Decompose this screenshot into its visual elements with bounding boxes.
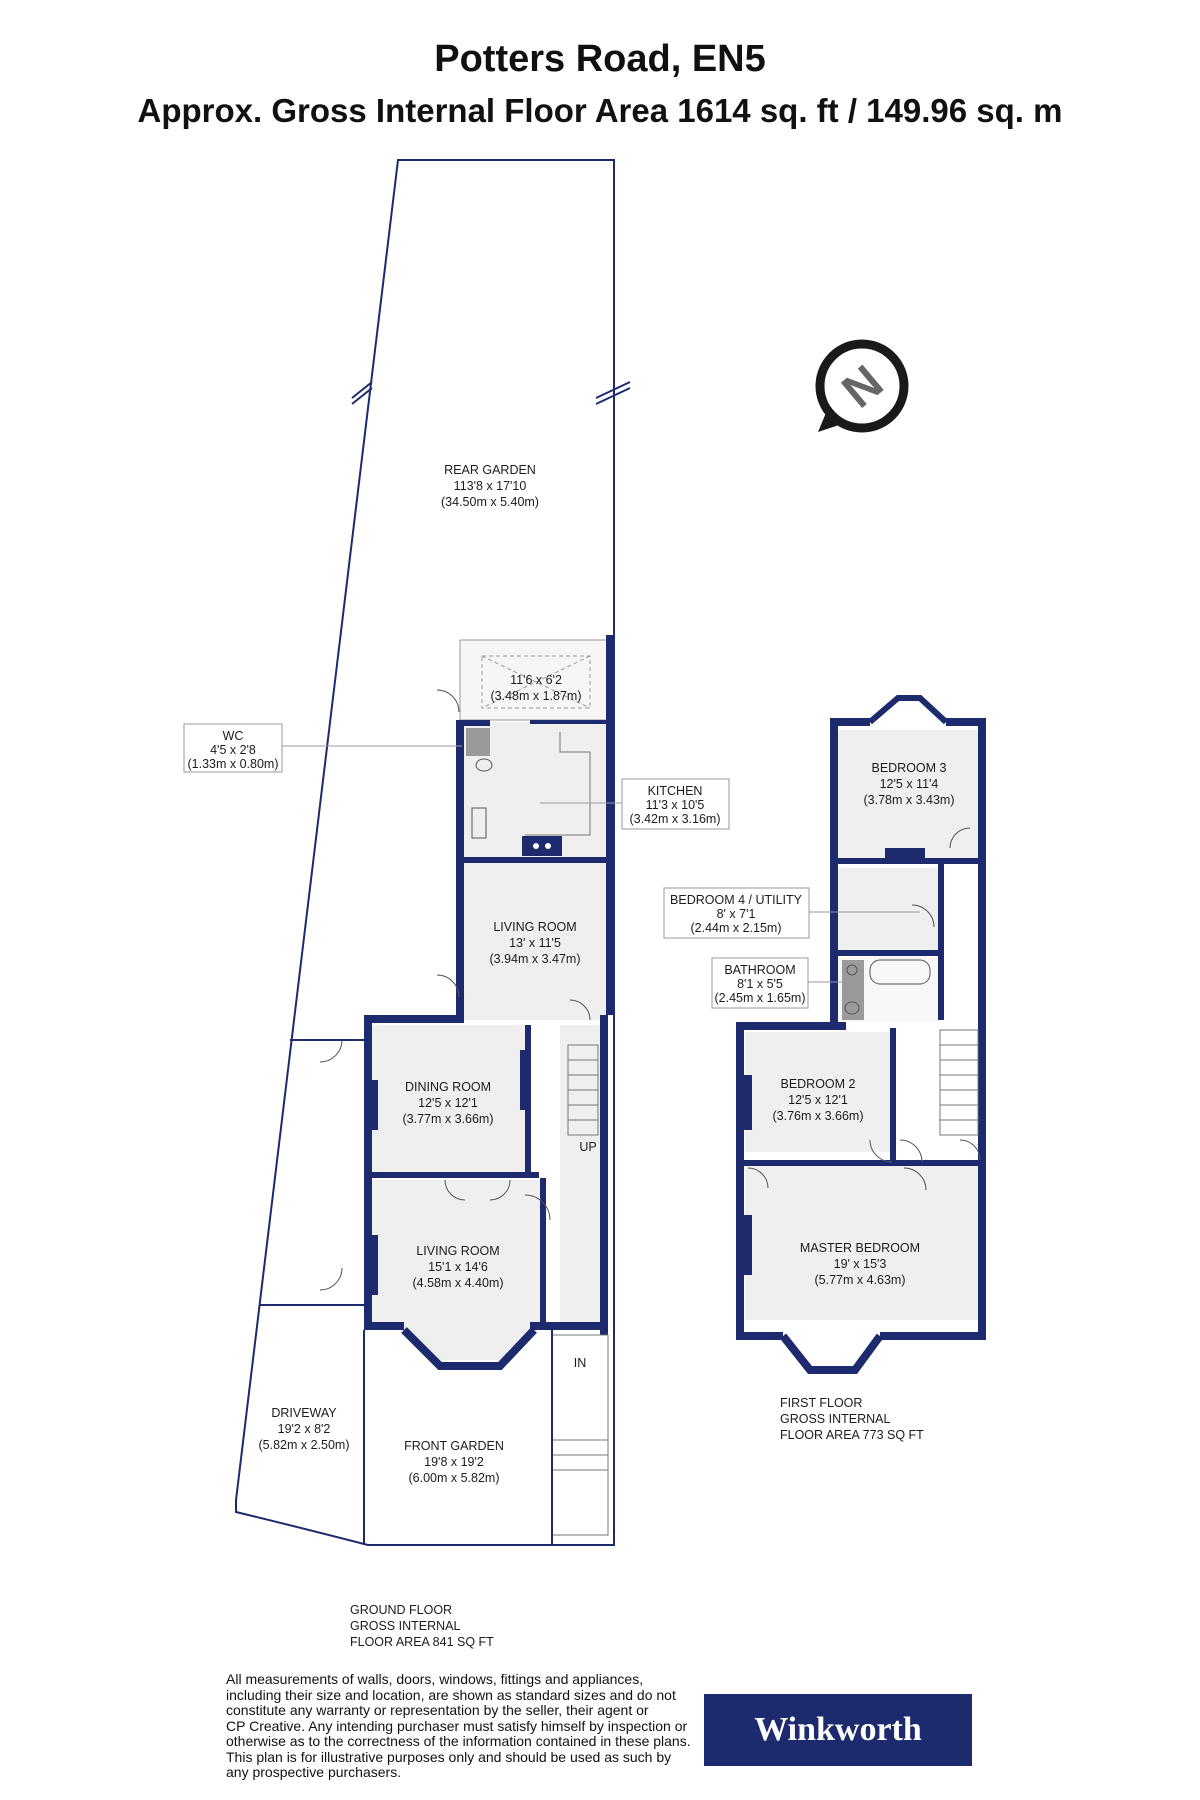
room-dims: 19'2 x 8'2	[278, 1422, 331, 1436]
floor-area-line: FIRST FLOOR	[780, 1396, 862, 1410]
room-name: WC	[223, 729, 244, 743]
floor-area-line: FLOOR AREA 841 SQ FT	[350, 1635, 494, 1649]
room-dims: 4'5 x 2'8	[210, 743, 256, 757]
disclaimer-line: any prospective purchasers.	[226, 1764, 402, 1780]
room-dims: 12'5 x 12'1	[418, 1096, 478, 1110]
room-dims-metric: (3.77m x 3.66m)	[402, 1112, 493, 1126]
room-dims: 15'1 x 14'6	[428, 1260, 488, 1274]
north-arrow-icon: N	[815, 339, 909, 433]
room-name: MASTER BEDROOM	[800, 1241, 920, 1255]
stair-label: UP	[579, 1140, 596, 1154]
room-dims-metric: (3.94m x 3.47m)	[489, 952, 580, 966]
room-name: KITCHEN	[648, 784, 703, 798]
room-dims: 12'5 x 12'1	[788, 1093, 848, 1107]
room-dims-metric: (3.42m x 3.16m)	[629, 812, 720, 826]
disclaimer-line: This plan is for illustrative purposes o…	[226, 1748, 672, 1765]
floor-area-line: GROUND FLOOR	[350, 1603, 452, 1617]
first-floor-plan	[663, 695, 986, 1374]
room-dims: 13' x 11'5	[509, 936, 561, 950]
room-dims-metric: (6.00m x 5.82m)	[408, 1471, 499, 1485]
room-name: LIVING ROOM	[493, 920, 576, 934]
room-name: DINING ROOM	[405, 1080, 491, 1094]
disclaimer-line: including their size and location, are s…	[226, 1686, 676, 1703]
room-dims-metric: (3.78m x 3.43m)	[863, 793, 954, 807]
room-dims-metric: (3.76m x 3.66m)	[772, 1109, 863, 1123]
floor-area-line: FLOOR AREA 773 SQ FT	[780, 1428, 924, 1442]
room-dims: 19'8 x 19'2	[424, 1455, 484, 1469]
plan-title: Potters Road, EN5	[434, 38, 766, 80]
disclaimer-line: otherwise as to the correctness of the i…	[226, 1733, 691, 1749]
room-name: LIVING ROOM	[416, 1244, 499, 1258]
first-floor-labels: BEDROOM 3 12'5 x 11'4 (3.78m x 3.43m) BE…	[670, 761, 954, 1442]
room-name: BEDROOM 4 / UTILITY	[670, 893, 803, 907]
disclaimer: All measurements of walls, doors, window…	[226, 1671, 706, 1781]
room-dims: 11'3 x 10'5	[646, 798, 705, 812]
room-name: BATHROOM	[724, 963, 795, 977]
room-name: FRONT GARDEN	[404, 1439, 504, 1453]
room-dims: 12'5 x 11'4	[880, 777, 939, 791]
plan-subtitle: Approx. Gross Internal Floor Area 1614 s…	[137, 92, 1063, 129]
room-name: REAR GARDEN	[444, 463, 536, 477]
disclaimer-line: constitute any warranty or representatio…	[226, 1702, 649, 1718]
floor-area-line: GROSS INTERNAL	[350, 1619, 460, 1633]
entrance-label: IN	[574, 1356, 587, 1370]
room-name: BEDROOM 2	[780, 1077, 855, 1091]
room-dims: 11'6 x 6'2	[510, 673, 562, 687]
room-name: DRIVEWAY	[271, 1406, 337, 1420]
room-dims-metric: (2.45m x 1.65m)	[714, 991, 805, 1005]
ground-floor-plan	[183, 159, 730, 1546]
brand-logo: Winkworth	[704, 1694, 972, 1766]
room-dims: 19' x 15'3	[834, 1257, 887, 1271]
compass-letter: N	[833, 356, 894, 419]
room-dims-metric: (3.48m x 1.87m)	[490, 689, 581, 703]
room-dims: 113'8 x 17'10	[454, 479, 527, 493]
room-dims-metric: (5.77m x 4.63m)	[814, 1273, 905, 1287]
ground-floor-labels: REAR GARDEN 113'8 x 17'10 (34.50m x 5.40…	[187, 463, 720, 1649]
disclaimer-line: CP Creative. Any intending purchaser mus…	[226, 1717, 688, 1734]
disclaimer-line: All measurements of walls, doors, window…	[226, 1671, 644, 1687]
room-dims: 8'1 x 5'5	[737, 977, 783, 991]
room-dims-metric: (5.82m x 2.50m)	[258, 1438, 349, 1452]
room-dims-metric: (2.44m x 2.15m)	[690, 921, 781, 935]
floor-area-line: GROSS INTERNAL	[780, 1412, 890, 1426]
room-dims: 8' x 7'1	[717, 907, 756, 921]
room-name: BEDROOM 3	[871, 761, 946, 775]
room-dims-metric: (1.33m x 0.80m)	[187, 757, 278, 771]
room-dims-metric: (4.58m x 4.40m)	[412, 1276, 503, 1290]
room-dims-metric: (34.50m x 5.40m)	[441, 495, 539, 509]
